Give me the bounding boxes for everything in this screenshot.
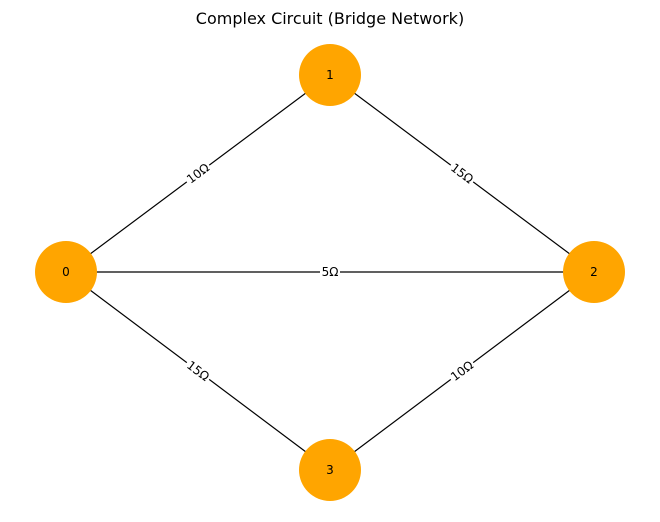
edge-label-0-1: 10Ω [181,158,215,189]
edge-label-background [445,356,479,386]
edge-labels-layer: 10Ω 15Ω 5Ω 15Ω 10Ω [181,158,479,386]
node-2 [563,241,625,303]
node-label-0: 0 [62,265,70,279]
edge-label-1-2: 15Ω [445,158,479,189]
edge-label-0-2: 5Ω [320,264,340,280]
edge-label-3-2: 10Ω [445,356,479,386]
node-label-1: 1 [326,68,334,82]
node-0 [35,241,97,303]
node-3 [299,439,361,501]
edge-label-background [445,158,479,189]
edge-label-0-3: 15Ω [181,356,215,386]
edge-label-background [181,158,215,189]
nodes-layer: 0 1 2 3 [35,44,625,501]
node-label-2: 2 [590,265,598,279]
edge-label-background [320,264,340,280]
node-1 [299,44,361,106]
node-label-3: 3 [326,463,334,477]
diagram-title: Complex Circuit (Bridge Network) [196,9,464,28]
edge-label-text: 5Ω [322,265,339,279]
edge-label-background [181,356,215,386]
